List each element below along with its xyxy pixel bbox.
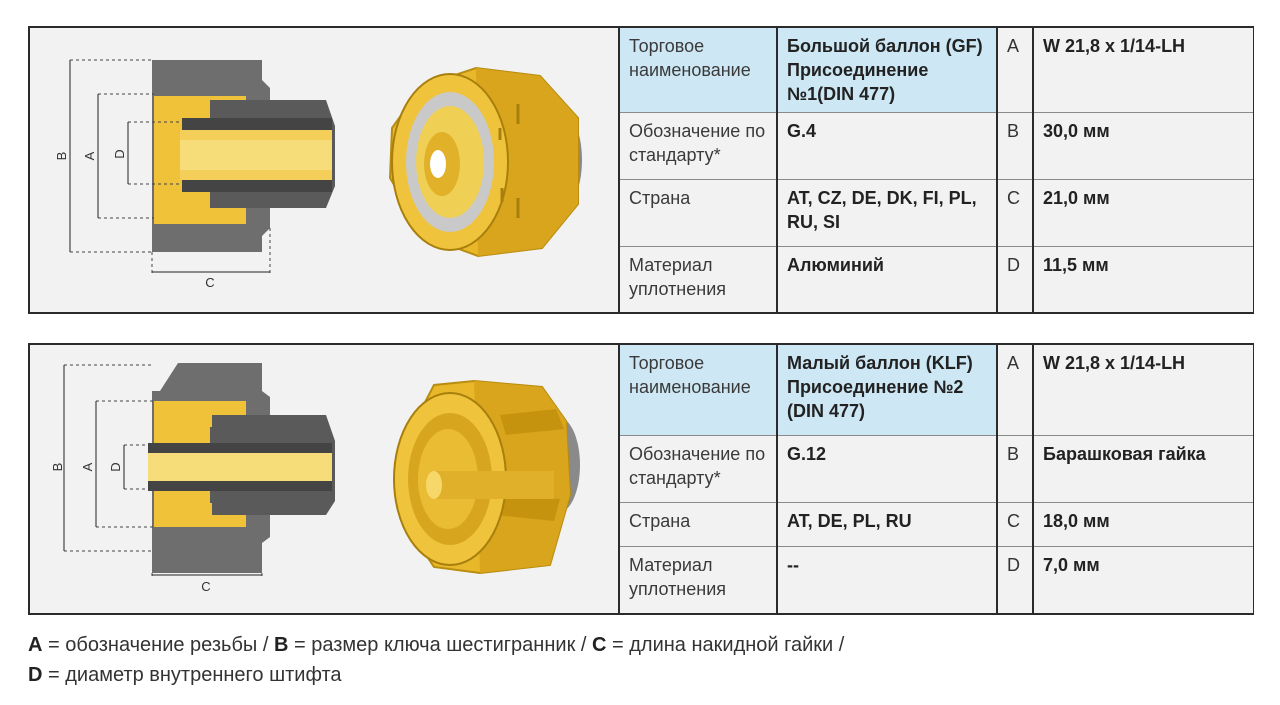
dimension-value: W 21,8 x 1/14-LH xyxy=(1032,345,1253,436)
row-value: G.4 xyxy=(776,112,997,180)
dimension-label-c: C xyxy=(201,579,210,594)
connector-drawing-1: B A D C xyxy=(30,28,618,312)
legend-text-b: = размер ключа шестигранник / xyxy=(288,634,592,656)
dimension-letter: D xyxy=(996,246,1033,312)
row-value: G.12 xyxy=(776,435,997,503)
dimension-value: 18,0 мм xyxy=(1032,502,1253,547)
legend-key-b: B xyxy=(273,634,289,656)
dimension-label-a: A xyxy=(82,151,97,160)
dimension-legend: A = обозначение резьбы / B = размер ключ… xyxy=(28,630,844,690)
cross-section-drawing xyxy=(69,59,335,276)
row-value: Алюминий xyxy=(776,246,997,312)
legend-key-c: C xyxy=(592,634,607,656)
dimension-label-b: B xyxy=(54,152,69,161)
table-row: Обозначение по стандарту* G.4 B 30,0 мм xyxy=(618,112,1253,180)
table-row: Торговое наименование Малый баллон (KLF)… xyxy=(618,345,1253,436)
row-label: Обозначение по стандарту* xyxy=(618,435,777,503)
table-row: Материал уплотнения Алюминий D 11,5 мм xyxy=(618,246,1253,312)
table-row: Материал уплотнения -- D 7,0 мм xyxy=(618,546,1253,613)
connector-drawing-2: B A D C xyxy=(30,345,618,613)
table-row: Страна AT, DE, PL, RU C 18,0 мм xyxy=(618,502,1253,547)
dimension-letter: B xyxy=(996,112,1033,180)
dimension-value: 30,0 мм xyxy=(1032,112,1253,180)
connector-panel-2: B A D C Торговое наименование Малый балл… xyxy=(28,343,1254,615)
row-value: AT, DE, PL, RU xyxy=(776,502,997,547)
dimension-value: 11,5 мм xyxy=(1032,246,1253,312)
dimension-letter: B xyxy=(996,435,1033,503)
cross-section-drawing xyxy=(63,363,335,579)
dimension-label-d: D xyxy=(108,462,123,471)
legend-text-c: = длина накидной гайки / xyxy=(606,634,845,656)
row-label: Торговое наименование xyxy=(618,28,777,113)
row-value: Малый баллон (KLF) Присоединение №2 (DIN… xyxy=(776,345,997,436)
legend-text-d: = диаметр внутреннего штифта xyxy=(42,664,342,686)
spec-table-2: Торговое наименование Малый баллон (KLF)… xyxy=(618,345,1253,613)
dimension-label-c: C xyxy=(205,275,214,290)
table-row: Обозначение по стандарту* G.12 B Барашко… xyxy=(618,435,1253,503)
klf-wing-nut-image xyxy=(393,379,580,575)
legend-line-1: A = обозначение резьбы / B = размер ключ… xyxy=(28,630,844,660)
dimension-label-b: B xyxy=(50,463,65,472)
row-label: Материал уплотнения xyxy=(618,246,777,312)
legend-line-2: D = диаметр внутреннего штифта xyxy=(28,660,844,690)
row-label: Обозначение по стандарту* xyxy=(618,112,777,180)
row-label: Материал уплотнения xyxy=(618,546,777,613)
row-value: -- xyxy=(776,546,997,613)
row-label: Торговое наименование xyxy=(618,345,777,436)
row-label: Страна xyxy=(618,179,777,247)
dimension-letter: C xyxy=(996,502,1033,547)
connector-panel-1: B A D C Торговое наименование Большой ба… xyxy=(28,26,1254,314)
gf-hex-nut-image xyxy=(388,66,582,258)
row-label: Страна xyxy=(618,502,777,547)
legend-key-d: D xyxy=(28,664,43,686)
dimension-letter: A xyxy=(996,28,1033,113)
table-row: Торговое наименование Большой баллон (GF… xyxy=(618,28,1253,113)
row-value: AT, CZ, DE, DK, FI, PL, RU, SI xyxy=(776,179,997,247)
dimension-letter: C xyxy=(996,179,1033,247)
dimension-value: 21,0 мм xyxy=(1032,179,1253,247)
dimension-value: Барашковая гайка xyxy=(1032,435,1253,503)
dimension-letter: D xyxy=(996,546,1033,613)
row-value: Большой баллон (GF) Присоединение №1(DIN… xyxy=(776,28,997,113)
dimension-label-a: A xyxy=(80,462,95,471)
dimension-letter: A xyxy=(996,345,1033,436)
dimension-value: 7,0 мм xyxy=(1032,546,1253,613)
legend-key-a: A xyxy=(28,634,43,656)
dimension-label-d: D xyxy=(112,149,127,158)
table-row: Страна AT, CZ, DE, DK, FI, PL, RU, SI C … xyxy=(618,179,1253,247)
legend-text-a: = обозначение резьбы / xyxy=(42,634,274,656)
spec-table-1: Торговое наименование Большой баллон (GF… xyxy=(618,28,1253,312)
dimension-value: W 21,8 x 1/14-LH xyxy=(1032,28,1253,113)
